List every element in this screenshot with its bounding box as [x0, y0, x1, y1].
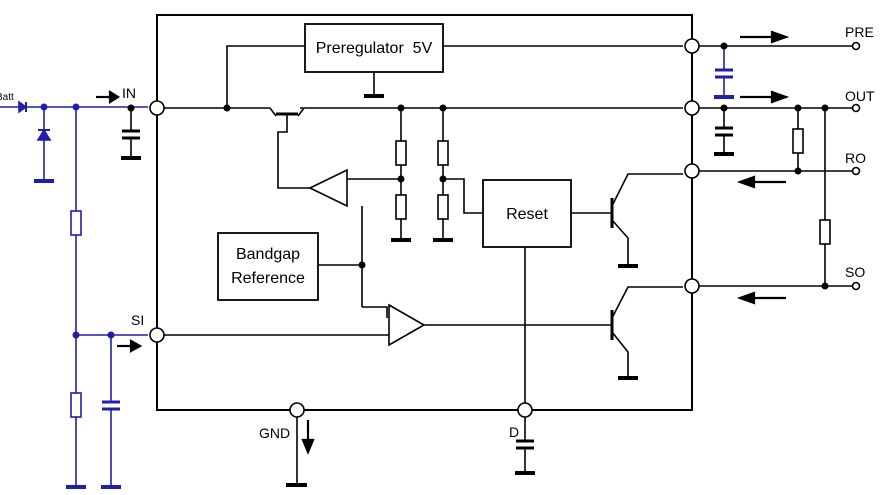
junctions	[127, 42, 829, 290]
external-wiring	[0, 46, 734, 489]
reset-block	[482, 179, 572, 248]
pin-label-out: OUT	[845, 88, 875, 104]
current-arrows	[96, 30, 790, 455]
preregulator-label: Preregulator 5V	[316, 40, 433, 57]
bandgap-block	[217, 232, 319, 301]
preregulator-block	[304, 23, 444, 73]
pin-ro	[684, 163, 700, 179]
pin-pre	[684, 38, 700, 54]
pin-d	[517, 402, 533, 418]
batt-label: Batt	[0, 92, 14, 103]
pin-gnd	[289, 402, 305, 418]
external-junctions	[40, 103, 115, 339]
pin-in	[149, 100, 165, 116]
pin-label-so: SO	[845, 264, 865, 280]
pin-out	[684, 100, 700, 116]
pin-si	[149, 327, 165, 343]
ic-package	[156, 14, 693, 411]
pin-label-pre: PRE	[845, 24, 874, 40]
bandgap-label-line2: Reference	[231, 270, 305, 287]
pins	[149, 38, 861, 418]
pin-label-d: D	[509, 424, 519, 440]
pin-label-si: SI	[131, 312, 144, 328]
pin-label-in: IN	[122, 85, 136, 101]
pin-label-ro: RO	[845, 150, 866, 166]
pin-label-gnd: GND	[259, 425, 290, 441]
reset-label: Reset	[506, 206, 548, 223]
bandgap-label-line1: Bandgap	[236, 246, 300, 263]
pin-so	[684, 278, 700, 294]
